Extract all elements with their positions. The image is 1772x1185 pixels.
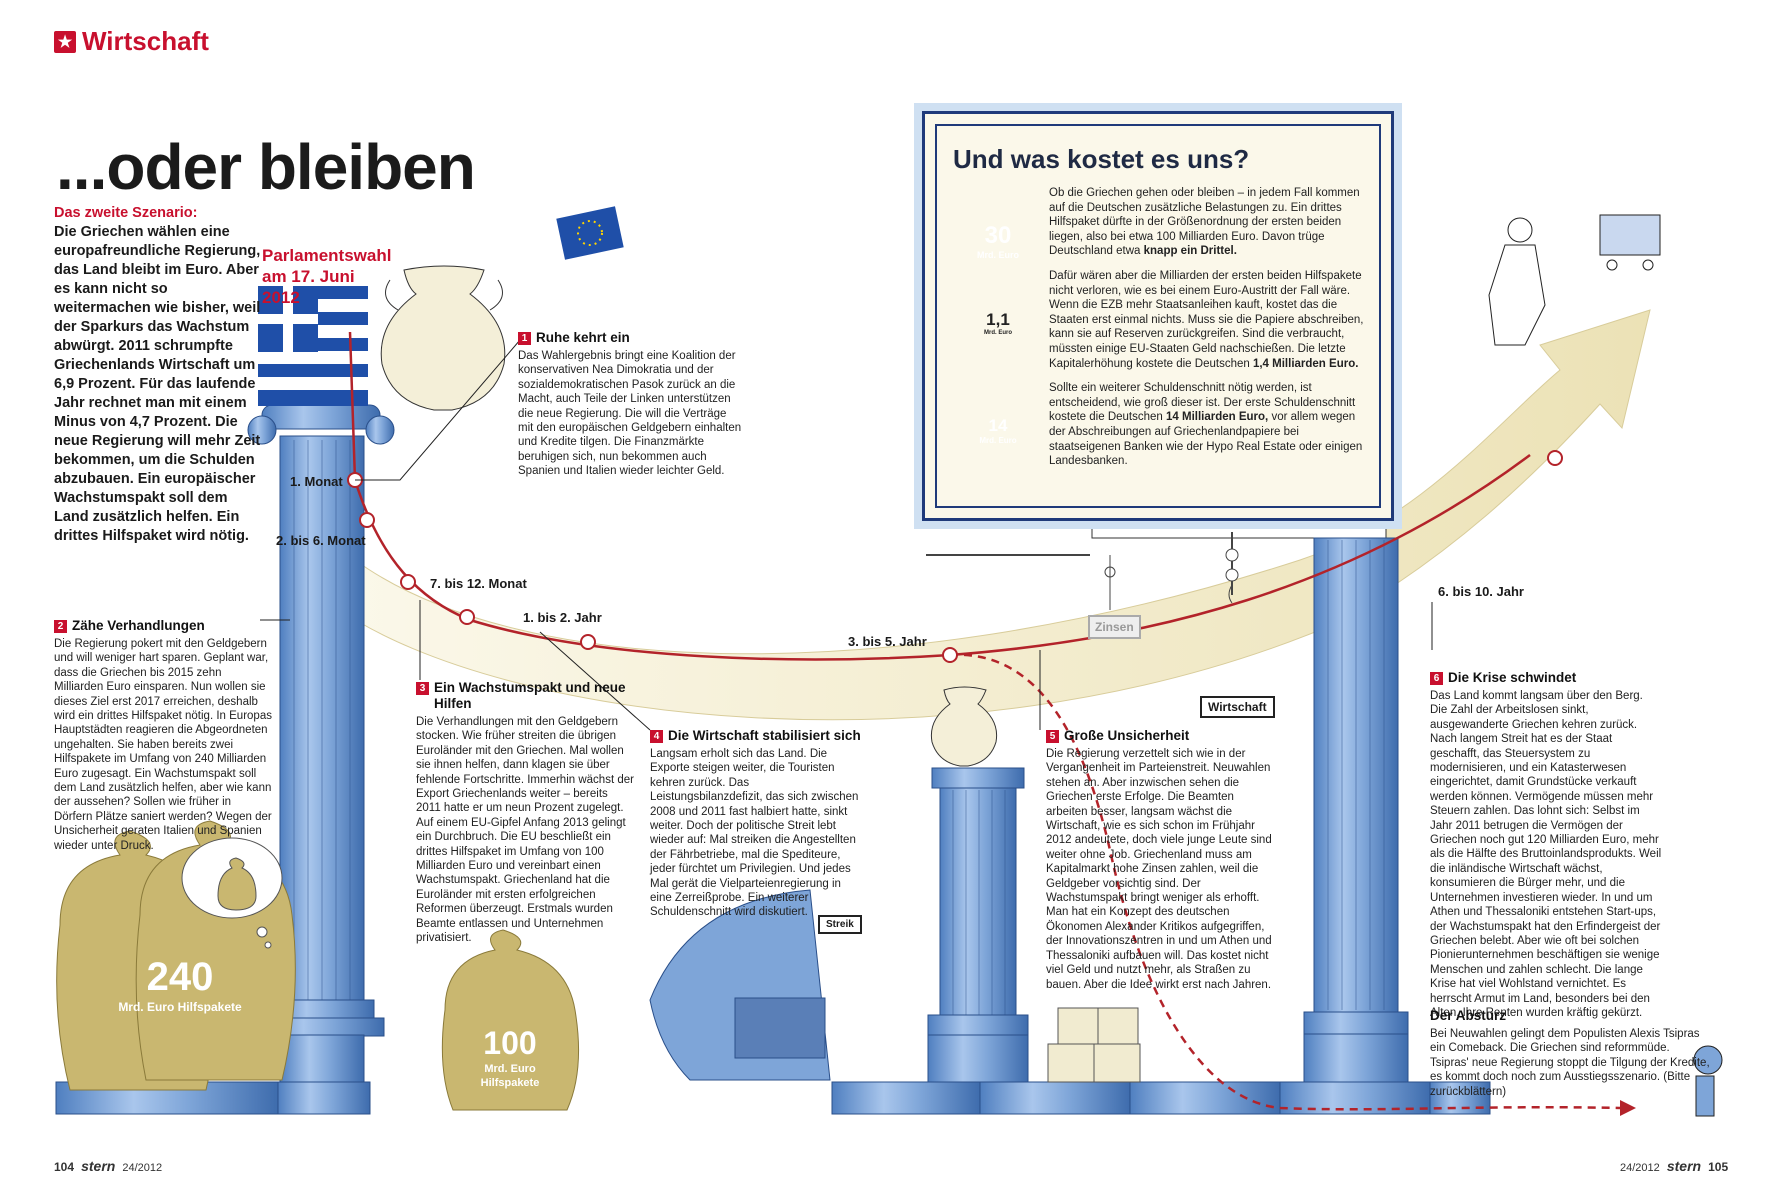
- descent-path: [949, 653, 1621, 1111]
- sack-100-label: 100 Mrd. Euro Hilfspakete: [455, 1025, 565, 1090]
- cost-p2: Dafür wären aber die Milliarden der erst…: [1049, 269, 1364, 370]
- thought-sack: [181, 837, 283, 949]
- step-3: 3 Ein Wachstumspakt und neue Hilfen Die V…: [416, 680, 634, 946]
- sack-100: [441, 929, 580, 1111]
- step-title: Große Unsicherheit: [1064, 728, 1190, 743]
- timeline-label-year3-5: 3. bis 5. Jahr: [848, 634, 927, 649]
- vase: [380, 265, 506, 411]
- column-middle: [927, 767, 1029, 1036]
- person-with-cart: [1488, 214, 1661, 346]
- cost-p3-tail: vor allem wegen der Abschreibungen auf G…: [1049, 411, 1363, 468]
- step-title: Zähe Verhandlungen: [72, 618, 205, 633]
- intro-lead: Das zweite Szenario:: [54, 205, 198, 221]
- timeline-path: [348, 331, 1531, 661]
- sack-100-value: 100: [483, 1025, 537, 1061]
- leader-lines: [260, 339, 1433, 731]
- cost-sack-30-value: 30: [984, 222, 1012, 249]
- step-text: Die Verhandlungen mit den Geldgebern sto…: [416, 716, 634, 945]
- vase-small: [930, 686, 998, 767]
- page-headline: ...oder bleiben: [56, 131, 476, 203]
- eu-flag: [556, 206, 624, 260]
- step-5: 5 Große Unsicherheit Die Regierung verzet…: [1046, 728, 1274, 992]
- cost-sack-1-1: 1,1 Mrd. Euro: [973, 310, 1023, 336]
- step-2: 2 Zähe Verhandlungen Die Regierung pokert…: [54, 618, 272, 853]
- zinsen-sign: Zinsen: [1088, 615, 1141, 639]
- step-text: Langsam erholt sich das Land. Die Export…: [650, 748, 859, 919]
- step-number: 6: [1430, 672, 1443, 685]
- ferry-ship: [649, 889, 831, 1081]
- cost-sack-14-unit: Mrd. Euro: [979, 436, 1017, 445]
- cost-p3-bold: 14 Milliarden Euro,: [1166, 411, 1269, 424]
- cost-sack-30: 30 Mrd. Euro: [963, 222, 1033, 260]
- issue-right: 24/2012: [1620, 1162, 1660, 1174]
- cost-p3: Sollte ein weiterer Schuldenschnitt nöti…: [1049, 382, 1356, 424]
- step-text: Die Regierung pokert mit den Geldgebern …: [54, 638, 272, 852]
- timeline-label-month7-12: 7. bis 12. Monat: [430, 576, 527, 591]
- page-number-left: 104: [54, 1160, 75, 1174]
- timeline-label-year1-2: 1. bis 2. Jahr: [523, 610, 602, 625]
- cost-box-text: Ob die Griechen gehen oder bleiben – in …: [1049, 186, 1367, 479]
- sack-240-value: 240: [146, 955, 214, 999]
- cost-sack-14: 14 Mrd. Euro: [969, 416, 1027, 445]
- cost-p1-bold: knapp ein Drittel.: [1143, 245, 1237, 258]
- section-tag: ★ Wirtschaft: [54, 26, 209, 57]
- crane: [926, 532, 1239, 610]
- cost-sack-1-1-unit: Mrd. Euro: [984, 330, 1012, 336]
- cost-box-title: Und was kostet es uns?: [953, 144, 1250, 174]
- step-title: Ruhe kehrt ein: [536, 330, 630, 345]
- step-text: Die Regierung verzettelt sich wie in der…: [1046, 748, 1272, 991]
- cost-p2-bold: 1,4 Milliarden Euro.: [1252, 357, 1359, 370]
- magazine-name-left: stern: [81, 1158, 116, 1174]
- step-number: 1: [518, 332, 531, 345]
- step-number: 4: [650, 730, 663, 743]
- cost-sack-30-unit: Mrd. Euro: [977, 250, 1019, 260]
- step-1: 1 Ruhe kehrt ein Das Wahlergebnis bringt …: [518, 330, 744, 479]
- sack-240-label: 240 Mrd. Euro Hilfspakete: [110, 955, 250, 1014]
- step-number: 2: [54, 620, 67, 633]
- step-4: 4 Die Wirtschaft stabilisiert sich Langsa…: [650, 728, 864, 920]
- wirtschaft-sign: Wirtschaft: [1200, 696, 1275, 718]
- absturz-text: Bei Neuwahlen gelingt dem Populisten Ale…: [1430, 1028, 1710, 1098]
- timeline-label-year6-10: 6. bis 10. Jahr: [1438, 584, 1524, 599]
- footer-right: 24/2012 stern 105: [1620, 1158, 1728, 1174]
- timeline-label-month2-6: 2. bis 6. Monat: [276, 533, 366, 548]
- column-left: [247, 404, 395, 1037]
- page-number-right: 105: [1708, 1160, 1729, 1174]
- step-6: 6 Die Krise schwindet Das Land kommt lang…: [1430, 670, 1662, 1020]
- cost-sack-14-value: 14: [988, 416, 1008, 435]
- step-title: Ein Wachstumspakt und neue Hilfen: [434, 680, 626, 711]
- step-title: Die Krise schwindet: [1448, 670, 1577, 685]
- magazine-name-right: stern: [1666, 1158, 1702, 1174]
- absturz-title: Der Absturz: [1430, 1008, 1507, 1023]
- footer-left: 104 stern 24/2012: [54, 1158, 162, 1174]
- section-label: Wirtschaft: [82, 26, 209, 56]
- timeline-markers: [347, 450, 1563, 663]
- step-number: 5: [1046, 730, 1059, 743]
- cost-sack-1-1-value: 1,1: [986, 310, 1010, 329]
- stern-star-icon: ★: [54, 30, 76, 53]
- streik-sign: Streik: [818, 915, 862, 934]
- crates: [1047, 1007, 1141, 1083]
- intro-body: Die Griechen wählen eine europafreundlic…: [54, 224, 261, 544]
- absturz-note: Der Absturz Bei Neuwahlen gelingt dem Po…: [1430, 1008, 1710, 1099]
- step-number: 3: [416, 682, 429, 695]
- timeline-label-month1: 1. Monat: [290, 474, 343, 489]
- step-text: Das Land kommt langsam über den Berg. Di…: [1430, 690, 1662, 1019]
- hoplite-figure: [1693, 1045, 1723, 1117]
- election-label: Parlamentswahl am 17. Juni 2012: [262, 246, 392, 307]
- sack-100-unit: Mrd. Euro Hilfspakete: [480, 1063, 540, 1089]
- cost-box: Und was kostet es uns? Ob die Griechen g…: [914, 103, 1402, 529]
- issue-left: 24/2012: [122, 1162, 163, 1174]
- step-title: Die Wirtschaft stabilisiert sich: [668, 728, 861, 743]
- step-text: Das Wahlergebnis bringt eine Koalition d…: [518, 350, 742, 478]
- column-right: [1091, 527, 1409, 1035]
- intro-text: Das zweite Szenario: Die Griechen wählen…: [54, 204, 264, 546]
- cost-p1: Ob die Griechen gehen oder bleiben – in …: [1049, 187, 1360, 258]
- sack-240-unit: Mrd. Euro Hilfspakete: [118, 1000, 242, 1014]
